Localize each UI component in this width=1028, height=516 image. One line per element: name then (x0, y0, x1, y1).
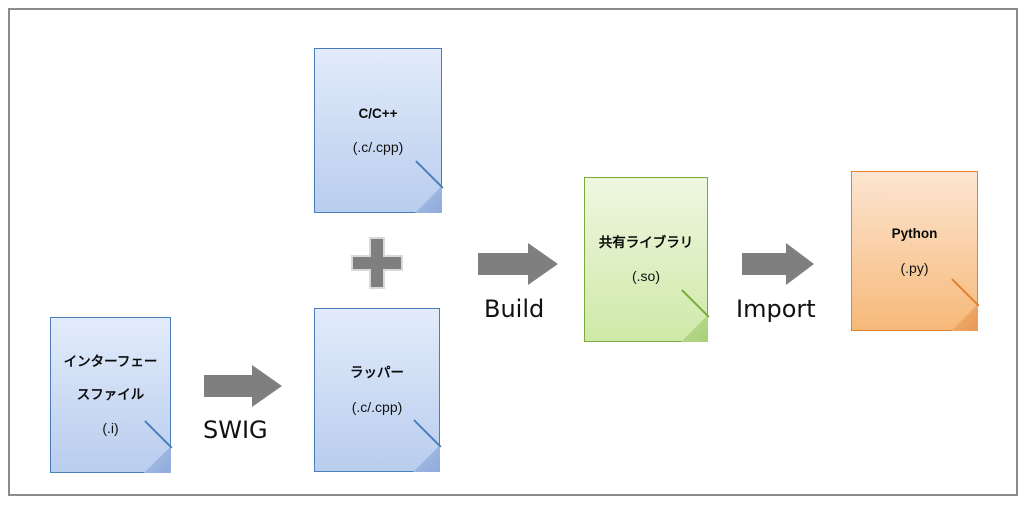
c-cpp-source-document[interactable]: C/C++ (.c/.cpp) (314, 48, 444, 213)
document-page-shape (50, 317, 171, 473)
document-page-shape (314, 48, 442, 213)
document-page-shape (851, 171, 978, 331)
document-page-shape (584, 177, 708, 342)
diagram-frame-border (8, 8, 1018, 496)
build-arrow-label: Build (484, 295, 545, 323)
document-page-shape (314, 308, 440, 472)
import-arrow-label: Import (736, 295, 816, 323)
shared-library-document[interactable]: 共有ライブラリ (.so) (584, 177, 710, 342)
build-arrow-icon (478, 243, 558, 285)
python-module-document[interactable]: Python (.py) (851, 171, 980, 331)
plus-icon (350, 236, 404, 290)
interface-file-document[interactable]: インターフェー スファイル (.i) (50, 317, 173, 473)
swig-arrow-label: SWIG (203, 416, 268, 444)
import-arrow-icon (742, 243, 814, 285)
swig-arrow-icon (204, 365, 282, 407)
wrapper-document[interactable]: ラッパー (.c/.cpp) (314, 308, 442, 472)
